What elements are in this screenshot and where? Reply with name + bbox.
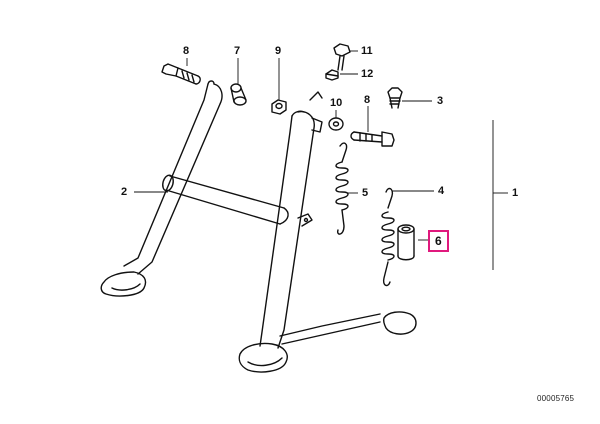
bushing-part <box>230 83 247 106</box>
callout-12-small-nut: 12 <box>361 68 374 80</box>
washer-part <box>328 117 344 131</box>
bolt-right-part <box>350 131 395 147</box>
long-spring-part <box>335 142 349 235</box>
screw-part <box>333 43 351 71</box>
callout-6-sleeve-highlighted[interactable]: 6 <box>428 230 449 252</box>
nut-part <box>271 99 287 115</box>
sleeve-part <box>397 224 415 261</box>
callout-4-short-spring: 4 <box>438 185 445 197</box>
figure-number: 00005765 <box>537 394 575 403</box>
bolt-left-part <box>161 63 201 85</box>
callout-3-top-bolt: 3 <box>437 95 444 107</box>
callout-8-left-bolt: 8 <box>183 45 190 57</box>
callout-1-assembly: 1 <box>512 187 519 199</box>
bolt-top-part <box>387 87 403 109</box>
callout-9-nut: 9 <box>275 45 282 57</box>
leader-lines <box>134 50 508 270</box>
callout-7-bushing: 7 <box>234 45 241 57</box>
small-nut-part <box>325 69 339 81</box>
center-stand-part <box>100 80 417 373</box>
callout-8-right-bolt: 8 <box>364 94 371 106</box>
short-spring-part <box>381 187 395 287</box>
callout-5-long-spring: 5 <box>362 187 369 199</box>
callout-10-washer: 10 <box>330 97 343 109</box>
callout-2-center-stand: 2 <box>121 186 128 198</box>
callout-11-screw: 11 <box>361 45 373 57</box>
